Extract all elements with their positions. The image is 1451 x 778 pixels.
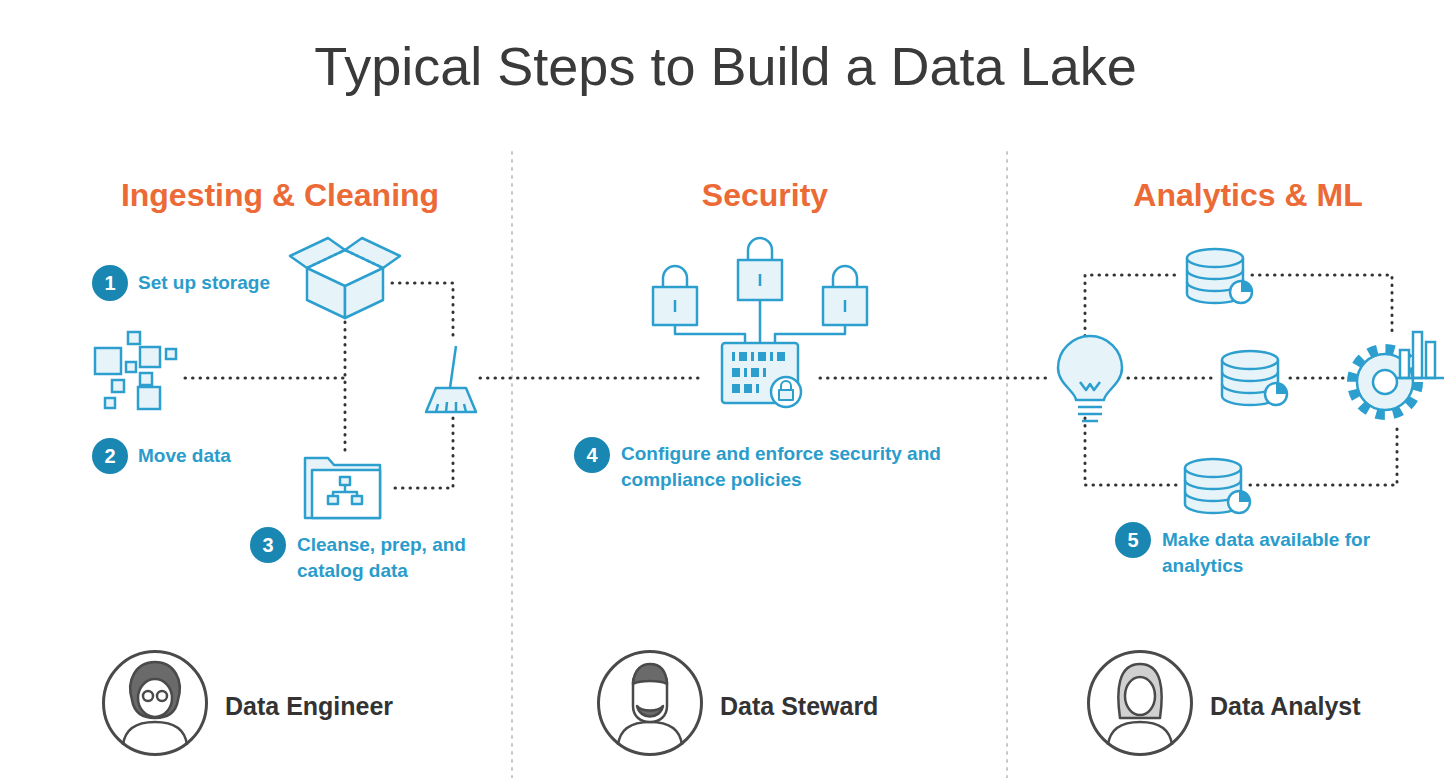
step-number: 4: [574, 437, 610, 473]
role-name: Data Analyst: [1210, 692, 1361, 721]
role-avatar: Data Analyst: [1087, 650, 1193, 756]
storage-box-icon: [290, 238, 400, 318]
column-heading: Security: [515, 175, 1015, 215]
column-dividers: [512, 152, 1007, 778]
security-icon: [653, 238, 867, 407]
step-label: Make data available for analytics: [1162, 527, 1382, 579]
data-blocks-icon: [95, 332, 176, 409]
diagram-title: Typical Steps to Build a Data Lake: [0, 34, 1451, 98]
step-number-text: 4: [586, 444, 597, 467]
role-name: Data Engineer: [225, 692, 393, 721]
step-number: 5: [1115, 522, 1151, 558]
role-avatar: Data Steward: [597, 650, 703, 756]
role-avatar: Data Engineer: [102, 650, 208, 756]
column-heading: Analytics & ML: [998, 175, 1451, 215]
role-name: Data Steward: [720, 692, 878, 721]
step-number-text: 3: [262, 534, 273, 557]
step-label: Cleanse, prep, and catalog data: [297, 532, 482, 584]
step-number-text: 1: [104, 272, 115, 295]
step-number: 2: [92, 438, 128, 474]
broom-icon: [426, 346, 476, 412]
gear-chart-icon: [1352, 332, 1444, 415]
step-label: Move data: [138, 443, 231, 469]
lightbulb-icon: [1058, 336, 1122, 421]
step-number: 3: [250, 527, 286, 563]
folder-icon: [305, 458, 380, 518]
step-label: Configure and enforce security and compl…: [621, 441, 956, 493]
column-heading: Ingesting & Cleaning: [30, 175, 530, 215]
step-number-text: 2: [104, 445, 115, 468]
database-icons: [1185, 249, 1287, 513]
step-label: Set up storage: [138, 270, 270, 296]
person-figures: [123, 662, 1172, 745]
step-number: 1: [92, 265, 128, 301]
step-number-text: 5: [1127, 529, 1138, 552]
